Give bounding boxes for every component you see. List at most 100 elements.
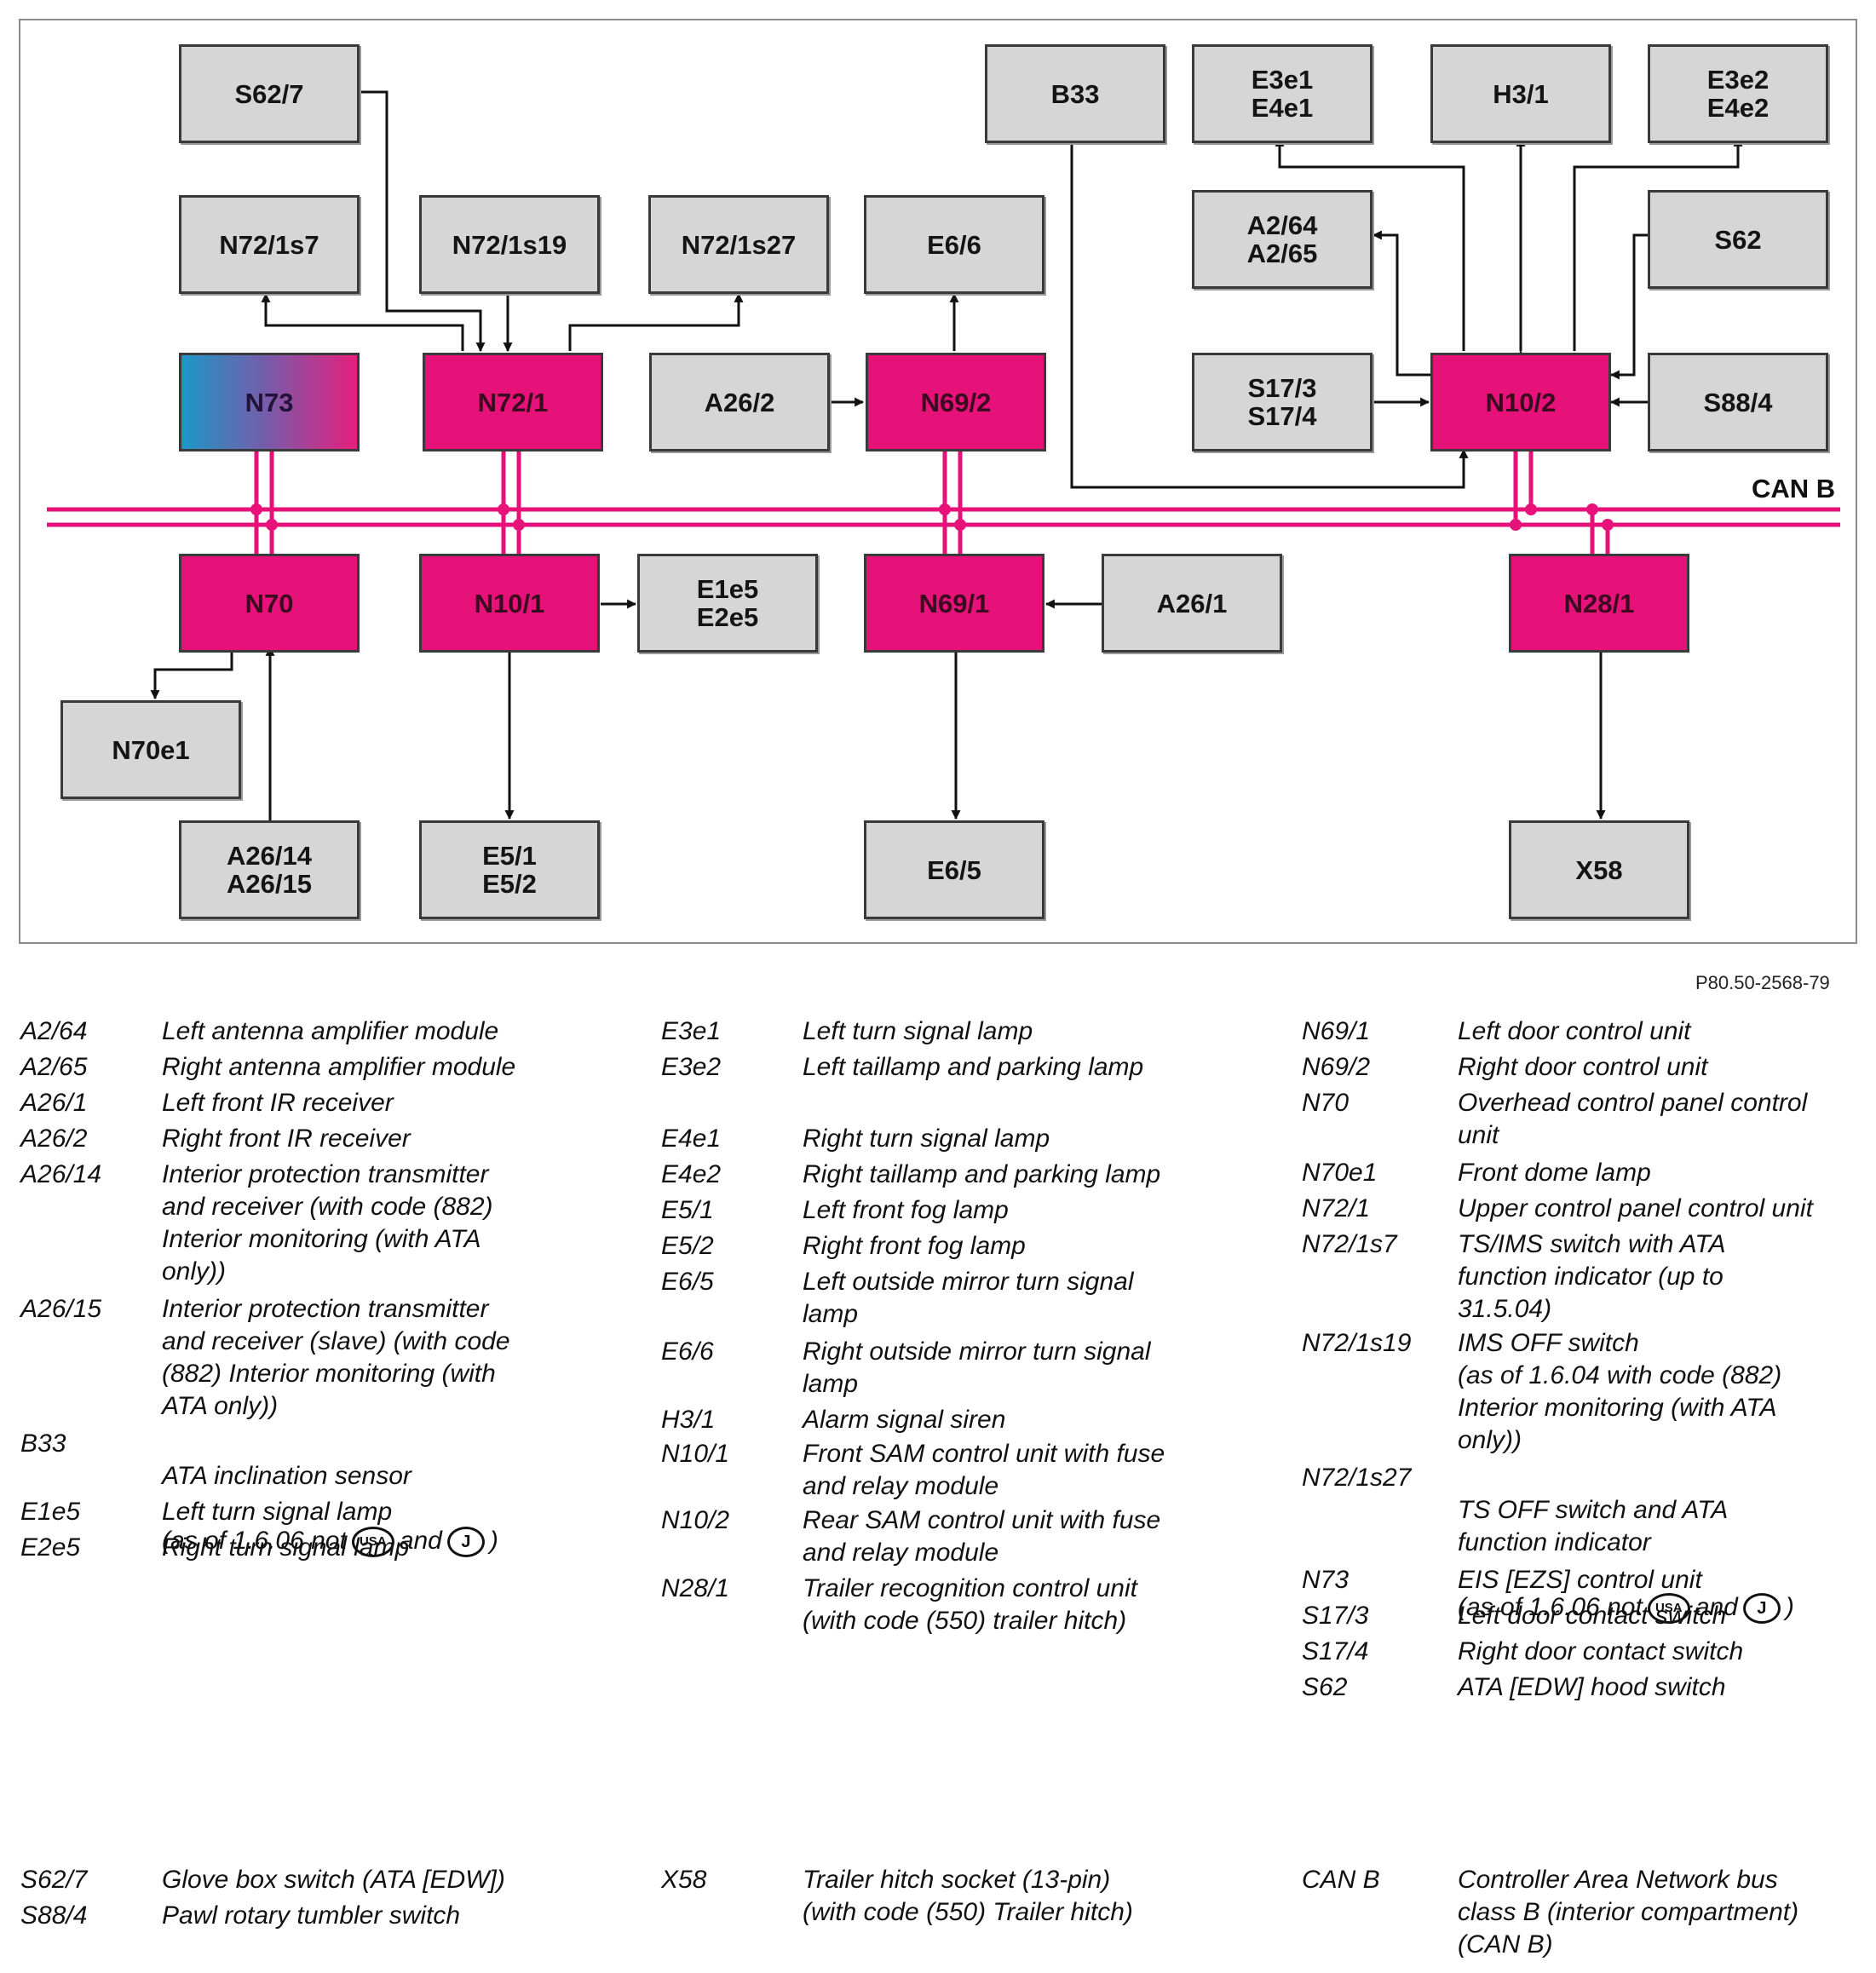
box-n70: N70 (179, 554, 360, 653)
legend-code: S88/4 (20, 1901, 88, 1930)
box-n70e1: N70e1 (60, 700, 241, 799)
legend-code: N72/1s27 (1302, 1464, 1412, 1492)
box-label: S17/4 (1247, 401, 1317, 431)
legend-description: Right door control unit (1458, 1053, 1708, 1081)
box-label: E5/2 (482, 869, 537, 899)
legend-code: S17/4 (1302, 1637, 1369, 1665)
box-label: E4e1 (1251, 93, 1314, 123)
box-n10-2: N10/2 (1430, 353, 1611, 452)
legend-description: Right front IR receiver (162, 1125, 411, 1153)
legend-code: N72/1s7 (1302, 1230, 1397, 1258)
legend-row: N10/1 Front SAM control unit with fuse an… (661, 1438, 1275, 1504)
legend-description: Controller Area Network bus class B (int… (1458, 1866, 1799, 1959)
legend-code: N10/2 (661, 1506, 730, 1534)
legend-row: B33 ATA inclination sensor (as of 1.6.06… (20, 1428, 634, 1558)
japan-badge-icon: J (1742, 1593, 1781, 1625)
legend-code: H3/1 (661, 1406, 716, 1434)
box-label: E2e5 (696, 602, 759, 632)
legend-code: E3e2 (661, 1053, 722, 1081)
box-label: E4e2 (1706, 93, 1770, 123)
legend-row: N73 EIS [EZS] control unit (1302, 1564, 1864, 1600)
legend-row: CAN B Controller Area Network bus class B… (1302, 1864, 1864, 1966)
legend-row: E4e2 Right taillamp and parking lamp (661, 1159, 1275, 1194)
box-s62-7: S62/7 (179, 44, 360, 143)
legend-description: Right antenna amplifier module (162, 1053, 516, 1081)
box-label: A26/2 (704, 387, 775, 417)
legend-description: Rear SAM control unit with fuse and rela… (803, 1506, 1161, 1567)
legend-row: N72/1s27 TS OFF switch and ATA function … (1302, 1462, 1864, 1625)
box-label: B33 (1050, 78, 1100, 109)
legend-description: Trailer recognition control unit (with c… (803, 1574, 1137, 1635)
legend-code: A26/14 (20, 1160, 102, 1188)
legend-code: E5/1 (661, 1196, 714, 1224)
box-label: S88/4 (1703, 387, 1773, 417)
box-n28-1: N28/1 (1509, 554, 1689, 653)
legend-description: Left front fog lamp (803, 1196, 1009, 1224)
box-label: N70e1 (112, 734, 190, 765)
box-n73: N73 (179, 353, 360, 452)
legend-description: Left door contact switch (1458, 1602, 1727, 1630)
box-label: N10/2 (1485, 387, 1557, 417)
box-label: A2/64 (1246, 210, 1318, 240)
legend-code: E4e2 (661, 1160, 722, 1188)
box-a26-2: A26/2 (649, 353, 830, 452)
legend-code: A26/15 (20, 1295, 102, 1323)
legend-code: CAN B (1302, 1866, 1380, 1894)
legend-code: E6/5 (661, 1268, 714, 1296)
legend-description: Left antenna amplifier module (162, 1017, 499, 1045)
legend-code: N10/1 (661, 1440, 730, 1468)
legend-row: A2/65 Right antenna amplifier module (20, 1051, 634, 1087)
legend-code: N28/1 (661, 1574, 730, 1602)
usa-badge-icon: USA (351, 1527, 394, 1558)
legend-code: E2e5 (20, 1533, 81, 1562)
legend-bottom-column-3: CAN B Controller Area Network bus class B… (1302, 1864, 1864, 1966)
legend-description: ATA inclination sensor (162, 1462, 411, 1490)
box-label: E1e5 (696, 574, 759, 604)
legend-description: Left outside mirror turn signal lamp (803, 1268, 1134, 1328)
legend-code: N70e1 (1302, 1159, 1378, 1187)
box-label: N70 (245, 588, 294, 618)
legend-description: Right turn signal lamp (803, 1125, 1050, 1153)
legend-row: N28/1 Trailer recognition control unit (w… (661, 1573, 1275, 1641)
legend-code: X58 (661, 1866, 707, 1894)
legend-description: Left door control unit (1458, 1017, 1691, 1045)
legend-description-note: (as of 1.6.06 not (162, 1527, 347, 1555)
legend-description: EIS [EZS] control unit (1458, 1566, 1702, 1594)
legend-code: N72/1 (1302, 1194, 1371, 1222)
box-label: N72/1s7 (219, 229, 319, 260)
box-n69-2: N69/2 (866, 353, 1046, 452)
box-label: A26/14 (227, 841, 312, 871)
can-bus-label: CAN B (1752, 474, 1836, 503)
legend-description: IMS OFF switch (as of 1.6.04 with code (… (1458, 1329, 1782, 1454)
legend-code: A2/65 (20, 1053, 88, 1081)
box-n72-1: N72/1 (423, 353, 603, 452)
block-diagram (19, 19, 1857, 944)
legend-description: Glove box switch (ATA [EDW]) (162, 1866, 505, 1894)
legend-description: Overhead control panel control unit (1458, 1089, 1808, 1149)
box-label: N72/1s19 (452, 229, 567, 260)
legend-description: Left turn signal lamp (162, 1498, 393, 1526)
legend-code: N73 (1302, 1566, 1349, 1594)
box-label: X58 (1575, 854, 1623, 885)
box-n72-1s7: N72/1s7 (179, 195, 360, 294)
box-label: N69/2 (920, 387, 992, 417)
legend-row: E2e5 Right turn signal lamp (20, 1532, 634, 1567)
legend-description: Right taillamp and parking lamp (803, 1160, 1161, 1188)
legend-description: Front SAM control unit with fuse and rel… (803, 1440, 1165, 1500)
legend-description: Right turn signal lamp (162, 1533, 410, 1562)
